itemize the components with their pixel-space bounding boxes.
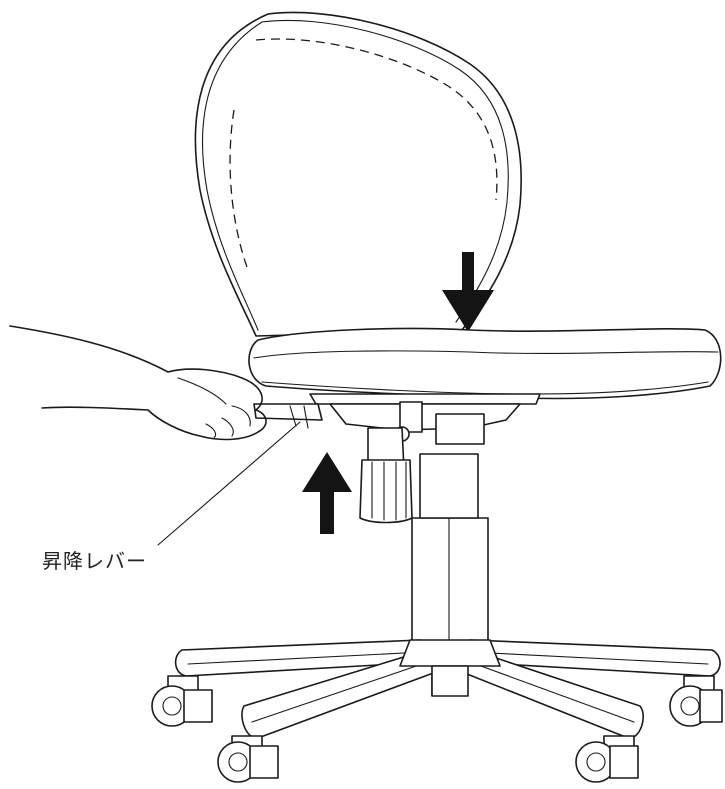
leader-line (157, 421, 301, 546)
height-adjust-lever (253, 403, 323, 429)
chair-base (174, 639, 721, 739)
seat-press-down-arrow (442, 252, 494, 332)
hand (9, 325, 267, 441)
caster-front-right (575, 735, 639, 783)
caster-back-left (151, 675, 213, 727)
seat-mechanism (309, 393, 541, 524)
lift-up-arrow (302, 452, 352, 534)
lever-label: 昇降レバー (42, 549, 147, 573)
backrest (194, 11, 522, 337)
caster-front-left (217, 735, 279, 783)
seat (248, 327, 722, 400)
caster-back-right (669, 675, 723, 727)
